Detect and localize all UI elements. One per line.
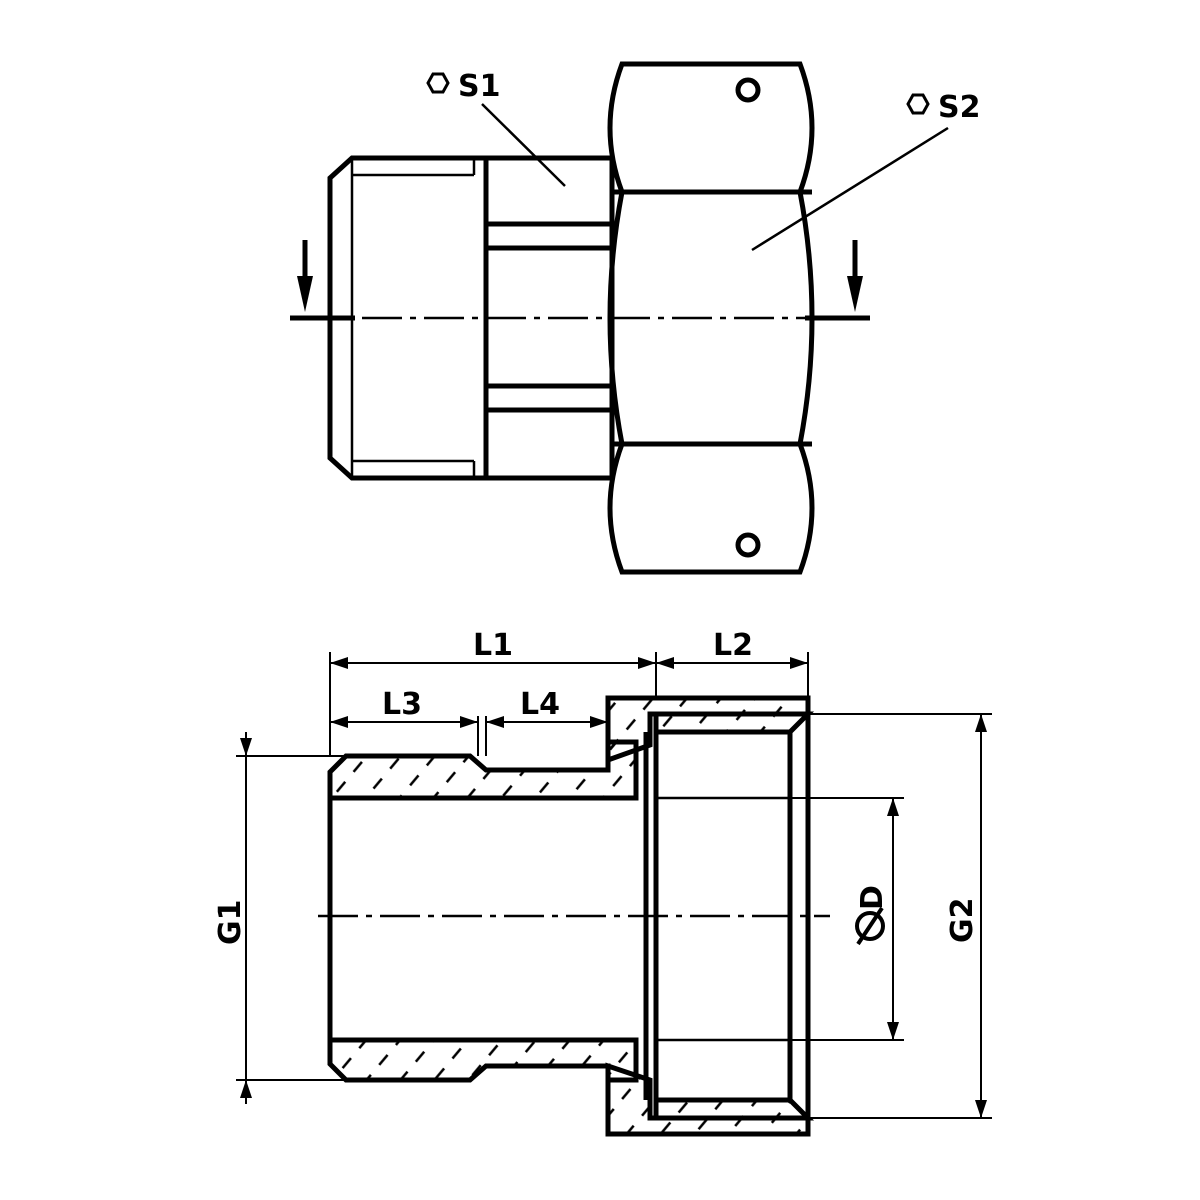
label-s2-group: S2 (751, 90, 980, 252)
hex-nut-s2 (607, 61, 815, 575)
dimension-l3: L3 (330, 687, 479, 756)
section-marker-right (805, 240, 870, 321)
hexagon-icon (906, 93, 930, 115)
side-view: S1 S2 (290, 61, 980, 575)
label-l4: L4 (520, 687, 560, 722)
dimension-l2: L2 (656, 628, 809, 698)
nut-wall-lower (653, 1097, 815, 1121)
dimension-g2: G2 (808, 713, 992, 1119)
male-wall-lower (327, 1037, 639, 1083)
label-g2: G2 (945, 898, 980, 944)
label-l1: L1 (473, 628, 513, 663)
label-s2: S2 (938, 90, 980, 125)
label-l2: L2 (713, 628, 753, 663)
dimension-d: D (656, 797, 904, 1041)
dimension-l4: L4 (485, 687, 608, 756)
male-wall-upper (327, 739, 639, 801)
label-s1: S1 (458, 69, 500, 104)
dimension-l1: L1 (329, 628, 657, 756)
label-g1: G1 (213, 900, 248, 946)
section-marker-left (290, 240, 355, 321)
label-l3: L3 (382, 687, 422, 722)
diameter-icon (855, 906, 885, 946)
label-s1-group: S1 (426, 69, 566, 187)
label-d: D (855, 885, 890, 910)
section-view: L1 L2 L3 L4 (213, 628, 992, 1137)
dimension-g1: G1 (213, 732, 346, 1104)
nut-wall-upper (653, 711, 815, 735)
pin-hole-bottom (735, 532, 761, 558)
pin-hole-top (735, 77, 761, 103)
hexagon-icon (426, 72, 450, 94)
